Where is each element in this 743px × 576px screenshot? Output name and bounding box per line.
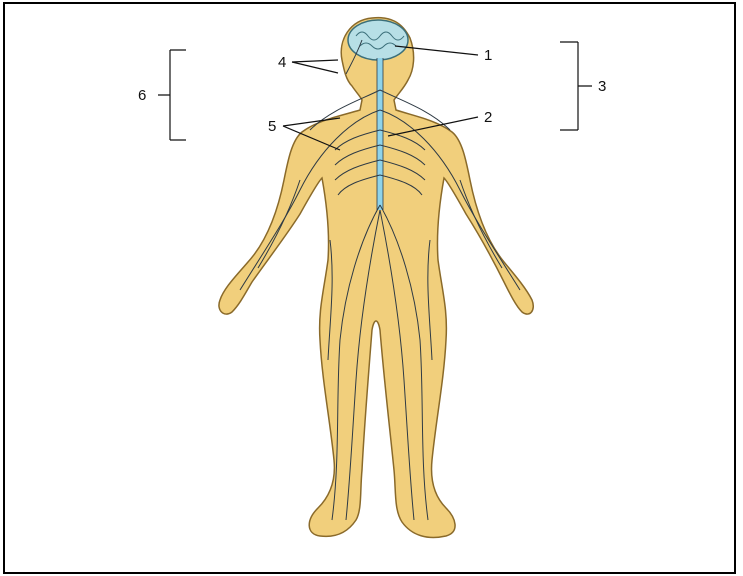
label-3: 3 (598, 78, 606, 95)
label-5: 5 (268, 118, 276, 135)
label-4: 4 (278, 54, 286, 71)
label-2: 2 (484, 109, 492, 126)
label-1: 1 (484, 47, 492, 64)
body-silhouette (219, 18, 533, 538)
label-6: 6 (138, 87, 146, 104)
